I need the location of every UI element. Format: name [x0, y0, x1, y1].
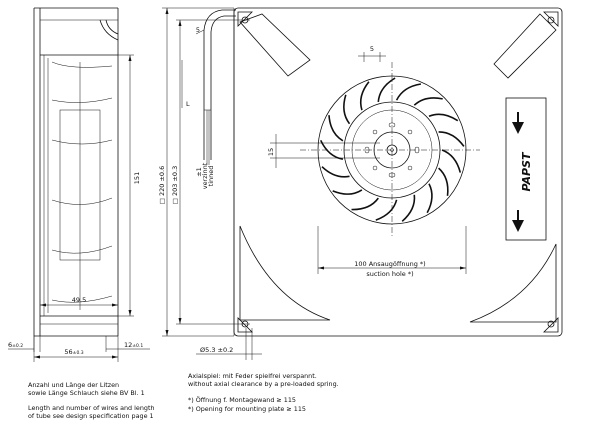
outer-dim-label: □ 220 ±0.6: [158, 166, 166, 204]
inner-dim-label: □ 203 ±0.3: [171, 166, 179, 204]
impeller-blade: [359, 81, 370, 111]
impeller-blade: [332, 189, 363, 195]
brand-label: PAPST: [520, 151, 533, 192]
wire-tolerance-label: ±1: [195, 167, 203, 177]
impeller-blade: [321, 166, 350, 178]
inner-width-dim-label: 49.5: [72, 296, 86, 304]
note-axial-en: without axial clearance by a pre-loaded …: [188, 380, 339, 388]
note-wires-en-2: of tube see design specification page 1: [28, 412, 154, 420]
hub-offset-label: 15: [267, 148, 275, 156]
hole-dim-label: Ø5.3 ±0.2: [200, 346, 233, 354]
note-opening-de: *) Öffnung f. Montagewand ≥ 115: [188, 395, 296, 404]
top-offset-label: 5: [370, 45, 374, 53]
total-width-dim: 56±0.3: [64, 348, 83, 356]
corner-brace-bl: [239, 225, 331, 321]
wire-label-de: verzinnt: [201, 162, 209, 189]
mounting-hole-tl: [237, 11, 253, 27]
side-view: 151 49.5 56±0.3 6±0.2 12±0.1: [8, 7, 150, 362]
front-view: □ 220 ±0.6 □ 203 ±0.3 5 L ±1 verzinnt ti…: [158, 7, 563, 360]
corner-brace-tl: [239, 13, 311, 77]
note-opening-en: *) Opening for mounting plate ≥ 115: [188, 405, 306, 413]
mounting-hole-br: [543, 317, 559, 333]
impeller-blade: [438, 131, 465, 147]
impeller-blade: [375, 199, 398, 221]
suction-label-en: suction hole *): [366, 270, 413, 278]
note-axial-de: Axialspiel: mit Feder spielfrei verspann…: [188, 372, 317, 380]
height-dim-label: 151: [133, 172, 141, 184]
papst-label: PAPST: [505, 97, 547, 241]
impeller-blade: [401, 194, 416, 222]
impeller-blade: [351, 197, 379, 211]
impeller-blade: [377, 77, 396, 102]
suction-label-de: 100 Ansaugöffnung *): [354, 260, 425, 268]
right-offset-dim: 12±0.1: [124, 341, 143, 349]
impeller-blade: [441, 149, 462, 173]
note-wires-de-1: Anzahl und Länge der Litzen: [28, 381, 119, 389]
impeller-blade: [426, 183, 433, 214]
wire-offset-label: 5: [196, 26, 200, 34]
note-wires-en-1: Length and number of wires and length: [28, 404, 155, 412]
mounting-hole-bl: [237, 317, 253, 333]
notes: Anzahl und Länge der Litzen sowie Länge …: [28, 372, 339, 420]
impeller-blade: [343, 94, 351, 125]
impeller-blade: [428, 113, 459, 122]
note-wires-de-2: sowie Länge Schlauch siehe BV Bl. 1: [28, 389, 145, 397]
corner-brace-br: [469, 243, 557, 323]
wire-label-en: tinned: [207, 166, 215, 187]
corner-brace-tr: [493, 13, 557, 79]
mounting-hole-tr: [543, 11, 559, 27]
wire-length-label: L: [186, 100, 190, 108]
impeller-blade: [395, 83, 422, 101]
impeller-blade: [413, 97, 443, 106]
left-offset-dim: 6±0.2: [8, 341, 23, 349]
impeller-blade: [438, 167, 449, 196]
impeller-blade: [328, 115, 344, 142]
